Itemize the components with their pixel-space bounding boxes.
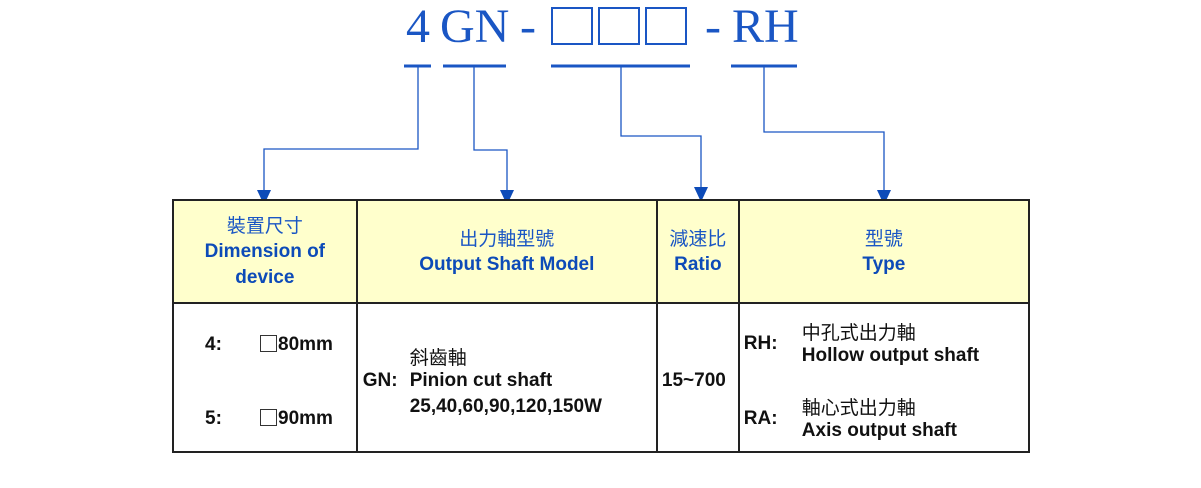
arrow-down-icon (694, 187, 708, 202)
code-shaft-model: GN (440, 0, 510, 53)
header-output-shaft-en: Output Shaft Model (419, 253, 595, 275)
header-ratio-zh: 減速比 (669, 227, 727, 250)
dimension-code: 4: (205, 334, 222, 355)
output-shaft-powers: 25,40,60,90,120,150W (409, 396, 602, 417)
type-code: RH: (743, 333, 778, 354)
dimension-value-text: 80mm (278, 334, 333, 355)
dimension-cell: 4: 80mm 5: 90mm (172, 302, 358, 453)
ratio-placeholder-box (598, 7, 640, 45)
output-shaft-en: Pinion cut shaft (409, 370, 553, 391)
connector-type (763, 67, 885, 192)
square-icon (260, 335, 277, 352)
header-type-zh: 型號 (864, 227, 903, 250)
output-shaft-cell: 斜齒軸 GN: Pinion cut shaft 25,40,60,90,120… (355, 302, 658, 453)
connector-dimension (263, 67, 419, 192)
code-separator: - (705, 0, 721, 53)
header-row: 裝置尺寸 Dimension of device 出力軸型號 Output Sh… (172, 199, 1031, 304)
code-type: RH (732, 0, 799, 53)
type-cell: RH: 中孔式出力軸 Hollow output shaft RA: 軸心式出力… (737, 302, 1031, 453)
header-dimension-en-2: device (235, 266, 295, 288)
header-type-en: Type (862, 253, 906, 275)
body-row: 4: 80mm 5: 90mm 斜齒軸 GN: Pinion cut shaft… (172, 302, 1031, 453)
header-dimension-zh: 裝置尺寸 (226, 214, 303, 237)
arrow-down-icon (500, 190, 514, 205)
ratio-placeholder-box (645, 7, 687, 45)
header-ratio: 減速比 Ratio (655, 199, 740, 304)
arrow-down-icon (257, 190, 271, 205)
ratio-placeholder-box (551, 7, 593, 45)
header-ratio-en: Ratio (674, 253, 722, 275)
type-zh: 軸心式出力軸 (801, 397, 916, 419)
dimension-value: 80mm (260, 334, 333, 356)
dimension-code: 5: (205, 408, 222, 429)
header-dimension-en: Dimension of (204, 240, 326, 262)
model-code: 4 GN - - RH (0, 0, 1201, 60)
connector-shaft-model (473, 67, 508, 192)
output-shaft-code: GN: (362, 370, 398, 391)
connector-ratio (620, 67, 702, 189)
type-code: RA: (743, 408, 778, 429)
dimension-value: 90mm (260, 408, 333, 430)
type-zh: 中孔式出力軸 (801, 322, 916, 344)
ratio-cell: 15~700 (655, 302, 740, 453)
type-en: Hollow output shaft (801, 345, 980, 366)
spec-table: 裝置尺寸 Dimension of device 出力軸型號 Output Sh… (172, 199, 1031, 453)
code-dimension: 4 (406, 0, 430, 53)
arrow-down-icon (877, 190, 891, 205)
code-separator: - (520, 0, 536, 53)
header-type: 型號 Type (737, 199, 1031, 304)
ratio-value: 15~700 (661, 370, 726, 391)
header-dimension: 裝置尺寸 Dimension of device (172, 199, 358, 304)
type-en: Axis output shaft (801, 420, 957, 441)
output-shaft-zh: 斜齒軸 (409, 347, 467, 369)
square-icon (260, 409, 277, 426)
connector-lines (257, 64, 891, 205)
header-output-shaft: 出力軸型號 Output Shaft Model (355, 199, 658, 304)
header-output-shaft-zh: 出力軸型號 (459, 227, 555, 250)
dimension-value-text: 90mm (278, 408, 333, 429)
